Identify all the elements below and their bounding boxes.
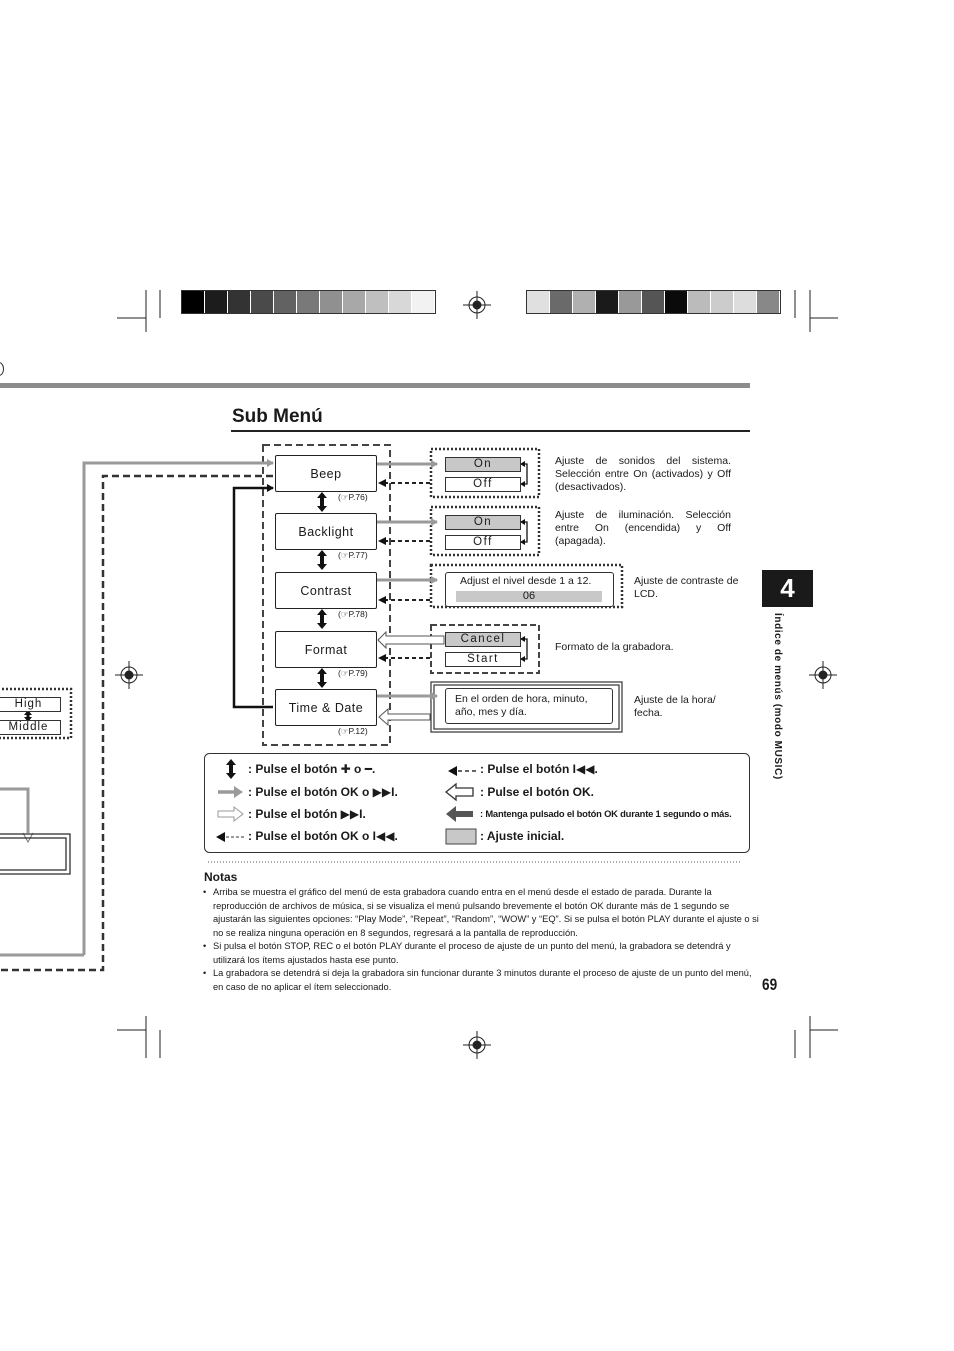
menu-item-beep[interactable]: Beep <box>275 455 377 492</box>
color-bar-left <box>181 290 436 314</box>
color-swatch <box>527 291 550 313</box>
notes-title: Notas <box>204 870 238 884</box>
legend-ok-back: : Pulse el botón OK o I◀◀. <box>248 829 398 843</box>
color-swatch <box>711 291 734 313</box>
color-swatch <box>182 291 205 313</box>
page-ref-contrast: (☞P.78) <box>338 609 368 619</box>
backlight-option-off[interactable]: Off <box>445 535 521 550</box>
section-title: Sub Menú <box>232 406 323 427</box>
chapter-tab: 4 <box>762 570 813 607</box>
page-ref-beep: (☞P.76) <box>338 492 368 502</box>
color-swatch <box>320 291 343 313</box>
format-description: Formato de la grabadora. <box>555 641 674 653</box>
chapter-number: 4 <box>780 573 795 603</box>
registration-target-bottom <box>463 1031 491 1059</box>
legend-plus-minus: : Pulse el botón ✚ o ━. <box>248 762 376 776</box>
color-swatch <box>688 291 711 313</box>
color-swatch <box>596 291 619 313</box>
note-item: •La grabadora se detendrá si deja la gra… <box>203 968 752 992</box>
color-swatch <box>274 291 297 313</box>
legend-hold-ok: : Mantenga pulsado el botón OK durante 1… <box>480 808 732 819</box>
color-swatch <box>343 291 366 313</box>
page-ref-format: (☞P.79) <box>338 668 368 678</box>
legend-back: : Pulse el botón I◀◀. <box>480 762 598 776</box>
menu-item-time-date[interactable]: Time & Date <box>275 689 377 726</box>
color-swatch <box>366 291 389 313</box>
beep-option-on[interactable]: On <box>445 457 521 472</box>
backlight-description: Ajuste de iluminación. Selección entre O… <box>555 509 731 547</box>
color-swatch <box>550 291 573 313</box>
contrast-description: Ajuste de contraste de LCD. <box>634 575 739 600</box>
menu-item-format[interactable]: Format <box>275 631 377 668</box>
time-date-panel: En el orden de hora, minuto, año, mes y … <box>445 688 613 724</box>
chapter-side-text: Índice de menús (modo MUSIC) <box>772 613 783 780</box>
color-swatch <box>573 291 596 313</box>
notes-list: •Arriba se muestra el gráfico del menú d… <box>203 886 760 994</box>
color-swatch <box>734 291 757 313</box>
title-underline <box>231 430 750 432</box>
color-swatch <box>251 291 274 313</box>
beep-option-off[interactable]: Off <box>445 477 521 492</box>
color-swatch <box>665 291 688 313</box>
contrast-value[interactable]: 06 <box>456 591 602 602</box>
color-swatch <box>205 291 228 313</box>
page-ref-backlight: (☞P.77) <box>338 550 368 560</box>
registration-target-left <box>115 661 143 689</box>
format-option-cancel[interactable]: Cancel <box>445 632 521 647</box>
note-item: •Si pulsa el botón STOP, REC o el botón … <box>203 941 731 965</box>
format-option-start[interactable]: Start <box>445 652 521 667</box>
menu-item-contrast[interactable]: Contrast <box>275 572 377 609</box>
legend-ok-forward: : Pulse el botón OK o ▶▶I. <box>248 785 398 799</box>
beep-description: Ajuste de sonidos del sistema. Selección… <box>555 455 731 493</box>
color-bar-right <box>526 290 781 314</box>
note-item: •Arriba se muestra el gráfico del menú d… <box>203 887 759 938</box>
time-date-prompt: En el orden de hora, minuto, año, mes y … <box>455 693 588 718</box>
page-ref-time-date: (☞P.12) <box>338 726 368 736</box>
color-swatch <box>389 291 412 313</box>
header-rule <box>0 383 750 388</box>
color-swatch <box>757 291 780 313</box>
left-option-middle[interactable]: Middle <box>0 720 61 735</box>
color-swatch <box>642 291 665 313</box>
registration-target-right <box>809 661 837 689</box>
time-date-description: Ajuste de la hora/ fecha. <box>634 694 716 719</box>
color-swatch <box>619 291 642 313</box>
color-swatch <box>412 291 435 313</box>
contrast-prompt: Adjust el nivel desde 1 a 12. <box>460 575 592 587</box>
color-swatch <box>297 291 320 313</box>
left-option-high[interactable]: High <box>0 697 61 712</box>
legend-initial-setting: : Ajuste inicial. <box>480 829 565 843</box>
registration-target-top <box>463 291 491 319</box>
menu-item-backlight[interactable]: Backlight <box>275 513 377 550</box>
color-swatch <box>228 291 251 313</box>
legend-forward: : Pulse el botón ▶▶I. <box>248 807 366 821</box>
contrast-panel: Adjust el nivel desde 1 a 12. 06 <box>445 572 614 607</box>
backlight-option-on[interactable]: On <box>445 515 521 530</box>
legend-ok: : Pulse el botón OK. <box>480 785 595 799</box>
page-number: 69 <box>762 975 778 994</box>
